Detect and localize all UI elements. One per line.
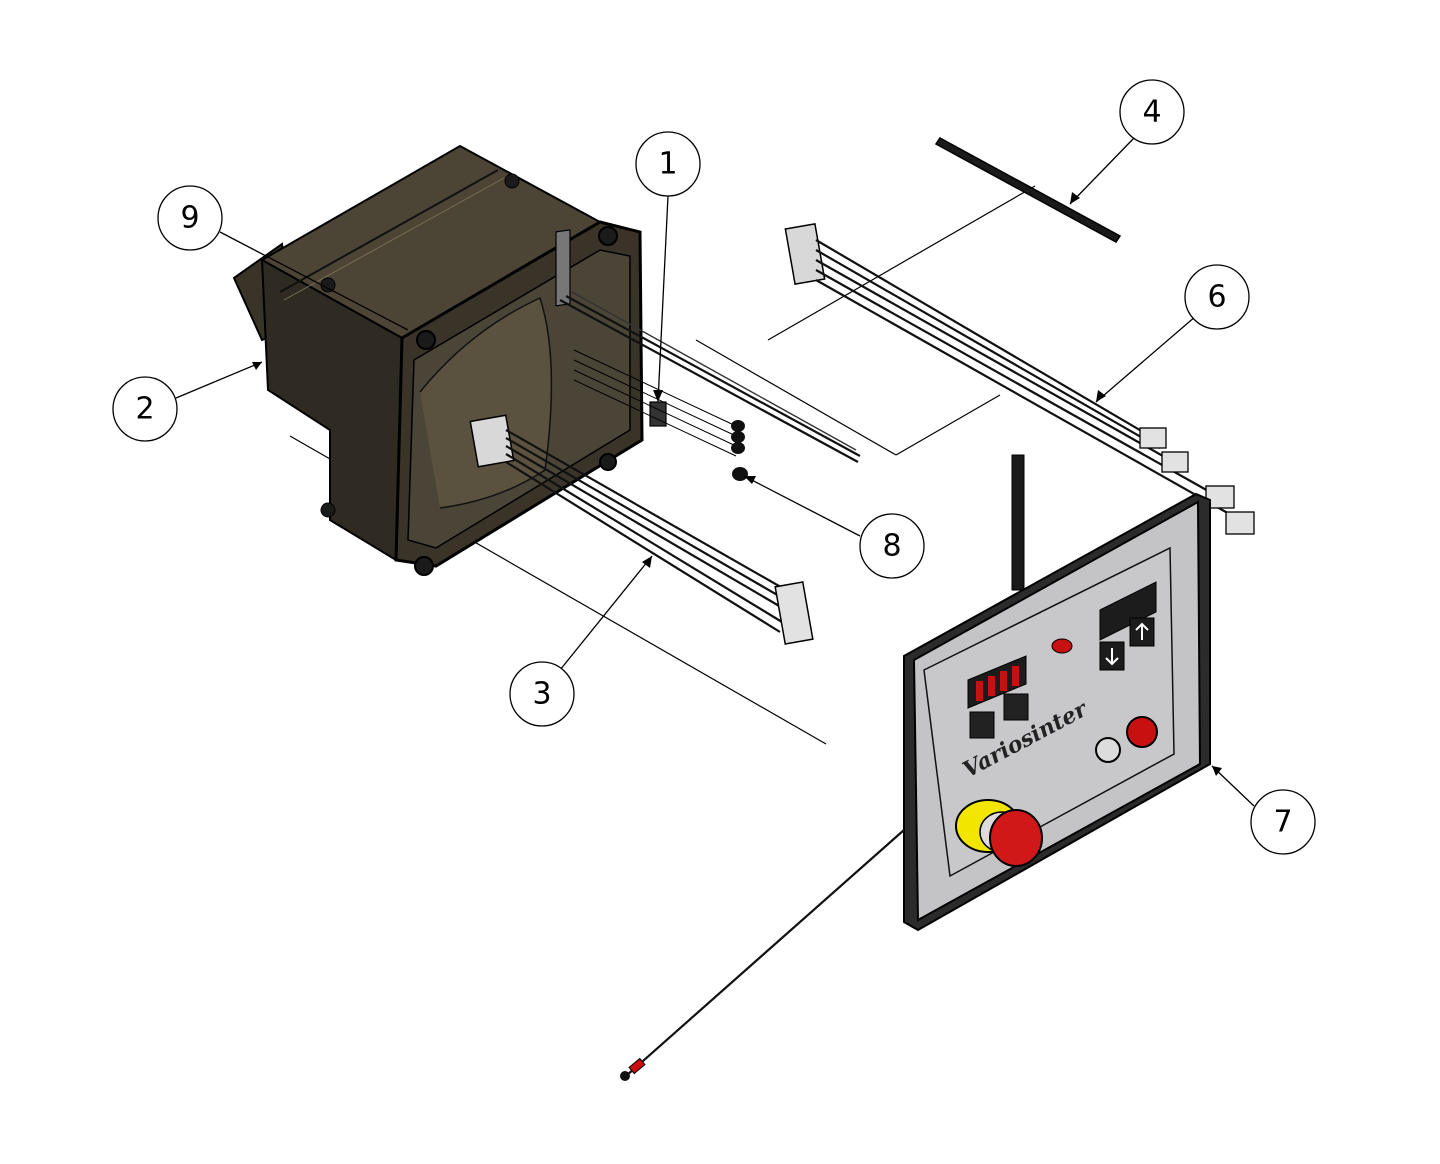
balloon-6-label: 6 bbox=[1207, 280, 1226, 315]
leader-lines bbox=[175, 137, 1255, 807]
internal-cable bbox=[559, 291, 861, 463]
balloon-2: 2 bbox=[112, 376, 178, 442]
balloon-7-label: 7 bbox=[1273, 805, 1292, 840]
leader-6 bbox=[1095, 315, 1197, 403]
balloon-8-label: 8 bbox=[882, 529, 901, 564]
leader-7 bbox=[1211, 765, 1255, 807]
axis-line-upper bbox=[767, 185, 1036, 341]
leader-3 bbox=[559, 555, 653, 671]
balloon-1-label: 1 bbox=[658, 147, 677, 182]
balloon-9: 9 bbox=[157, 185, 223, 251]
balloon-4: 4 bbox=[1119, 79, 1185, 145]
part-7-control-panel: Variosinter bbox=[620, 454, 1211, 1081]
balloon-3: 3 bbox=[509, 661, 575, 727]
leader-8 bbox=[743, 475, 861, 537]
leader-2 bbox=[175, 361, 263, 399]
part-4-gasket-strip bbox=[934, 137, 1122, 243]
part-3-wire-harness bbox=[469, 414, 814, 645]
balloon-1: 1 bbox=[635, 131, 701, 197]
leader-9 bbox=[219, 231, 409, 331]
part-8-screws bbox=[731, 420, 748, 481]
balloon-4-label: 4 bbox=[1142, 95, 1161, 130]
balloon-8: 8 bbox=[859, 513, 925, 579]
balloon-3-label: 3 bbox=[532, 677, 551, 712]
balloon-2-label: 2 bbox=[135, 392, 154, 427]
balloon-7: 7 bbox=[1250, 789, 1316, 855]
balloon-6: 6 bbox=[1184, 264, 1250, 330]
balloon-9-label: 9 bbox=[180, 201, 199, 236]
leader-1 bbox=[657, 195, 669, 403]
part-6-wire-harness bbox=[784, 222, 1255, 535]
leader-4 bbox=[1069, 137, 1135, 205]
part-1-connector-block bbox=[573, 349, 737, 457]
enclosure-box bbox=[232, 144, 644, 576]
axis-line-middle bbox=[695, 339, 897, 456]
axis-line-middle-return bbox=[895, 394, 1001, 456]
